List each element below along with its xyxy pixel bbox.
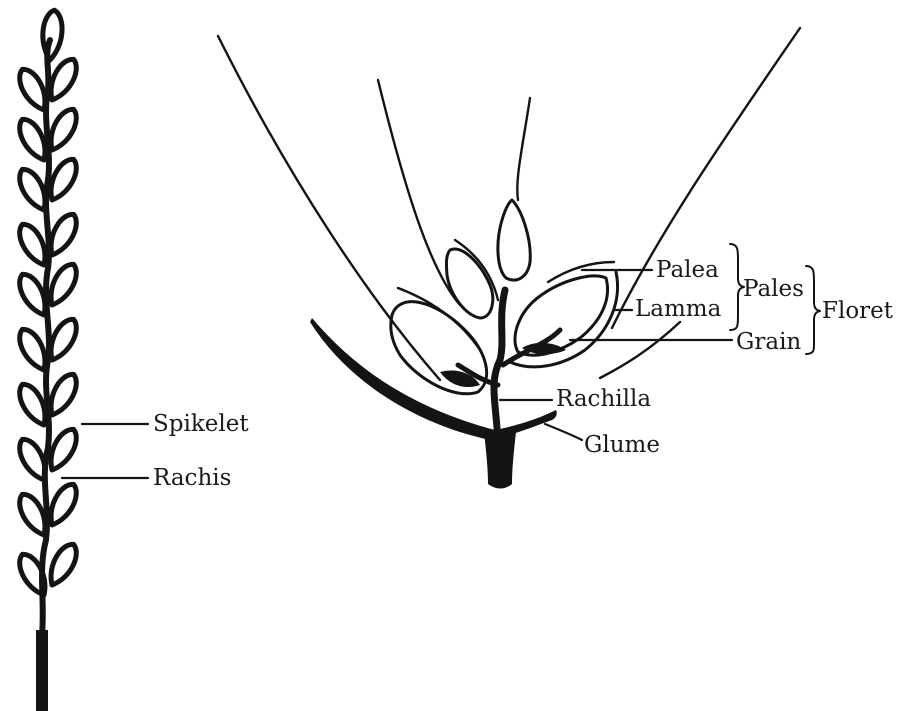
- left-awn: [218, 36, 440, 380]
- left-palea-arc: [398, 288, 480, 350]
- spikelet-left-10: [14, 550, 52, 600]
- pales-label: Pales: [743, 276, 804, 302]
- palea-label: Palea: [656, 257, 719, 283]
- pales-bracket: [730, 244, 744, 330]
- spikelet-right-10: [44, 540, 82, 590]
- glume-label: Glume: [584, 432, 660, 458]
- grain-label: Grain: [736, 329, 801, 355]
- spikelet-base: [484, 429, 516, 489]
- rachilla-label: Rachilla: [556, 386, 651, 412]
- spike-stalk: [36, 630, 48, 711]
- wheat-spike: [14, 9, 82, 711]
- rachis-label: Rachis: [153, 465, 231, 491]
- right-outer-arc: [600, 322, 680, 378]
- rachis-stem: [42, 40, 50, 635]
- floret-bracket: [806, 266, 820, 354]
- spikelet-label: Spikelet: [153, 411, 249, 437]
- glume-shape: [310, 318, 557, 440]
- spikelet-top: [41, 9, 64, 60]
- spikelet-right-9: [44, 480, 82, 530]
- lamma-label: Lamma: [635, 296, 722, 322]
- top-awn: [517, 98, 530, 200]
- rachilla-stem: [494, 290, 505, 428]
- middle-lemma: [446, 249, 492, 318]
- top-lemma: [498, 200, 530, 280]
- floret-label: Floret: [822, 298, 894, 324]
- glume-leader-line: [545, 424, 582, 440]
